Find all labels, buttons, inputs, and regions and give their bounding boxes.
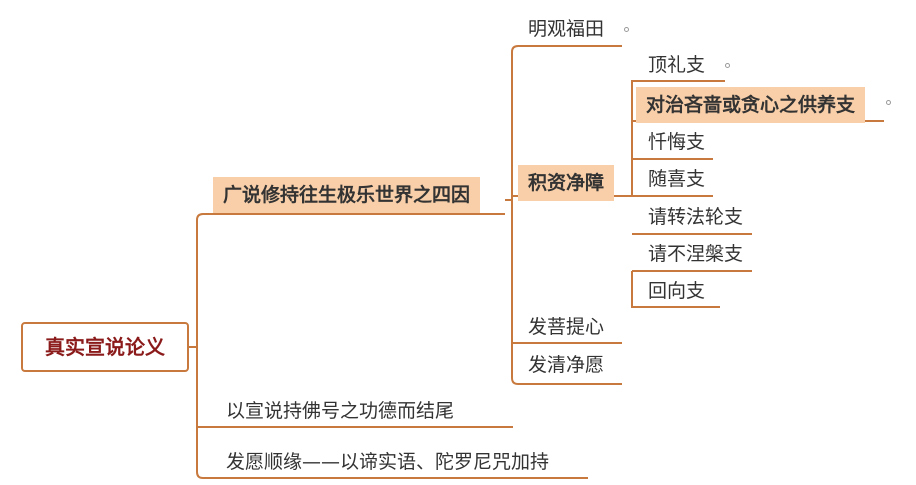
node-aspiration[interactable]: 发愿顺缘——以谛实语、陀罗尼咒加持 — [226, 451, 550, 473]
node-branch-dedication[interactable]: 回向支 — [648, 280, 706, 302]
node-conclusion[interactable]: 以宣说持佛号之功德而结尾 — [226, 400, 455, 422]
node-branch-offering[interactable]: 对治吝啬或贪心之供养支 — [636, 87, 866, 123]
node-branch-confession[interactable]: 忏悔支 — [648, 131, 706, 153]
node-visualize-field[interactable]: 明观福田 — [528, 18, 605, 40]
collapsed-dot-icon[interactable] — [624, 27, 629, 32]
collapsed-dot-icon[interactable] — [725, 63, 730, 68]
collapsed-dot-icon[interactable] — [886, 100, 891, 105]
node-bodhicitta[interactable]: 发菩提心 — [528, 316, 605, 338]
node-branch-dharma-wheel[interactable]: 请转法轮支 — [648, 206, 744, 228]
node-pure-aspiration[interactable]: 发清净愿 — [528, 354, 605, 376]
node-branch-rejoicing[interactable]: 随喜支 — [648, 168, 706, 190]
node-branch-prostration[interactable]: 顶礼支 — [648, 54, 706, 76]
root-label: 真实宣说论义 — [45, 335, 165, 359]
node-accumulate-purify[interactable]: 积资净障 — [518, 165, 615, 201]
node-branch-not-nirvana[interactable]: 请不涅槃支 — [648, 243, 744, 265]
root-node[interactable]: 真实宣说论义 — [21, 322, 189, 372]
node-four-causes[interactable]: 广说修持往生极乐世界之四因 — [213, 177, 481, 213]
